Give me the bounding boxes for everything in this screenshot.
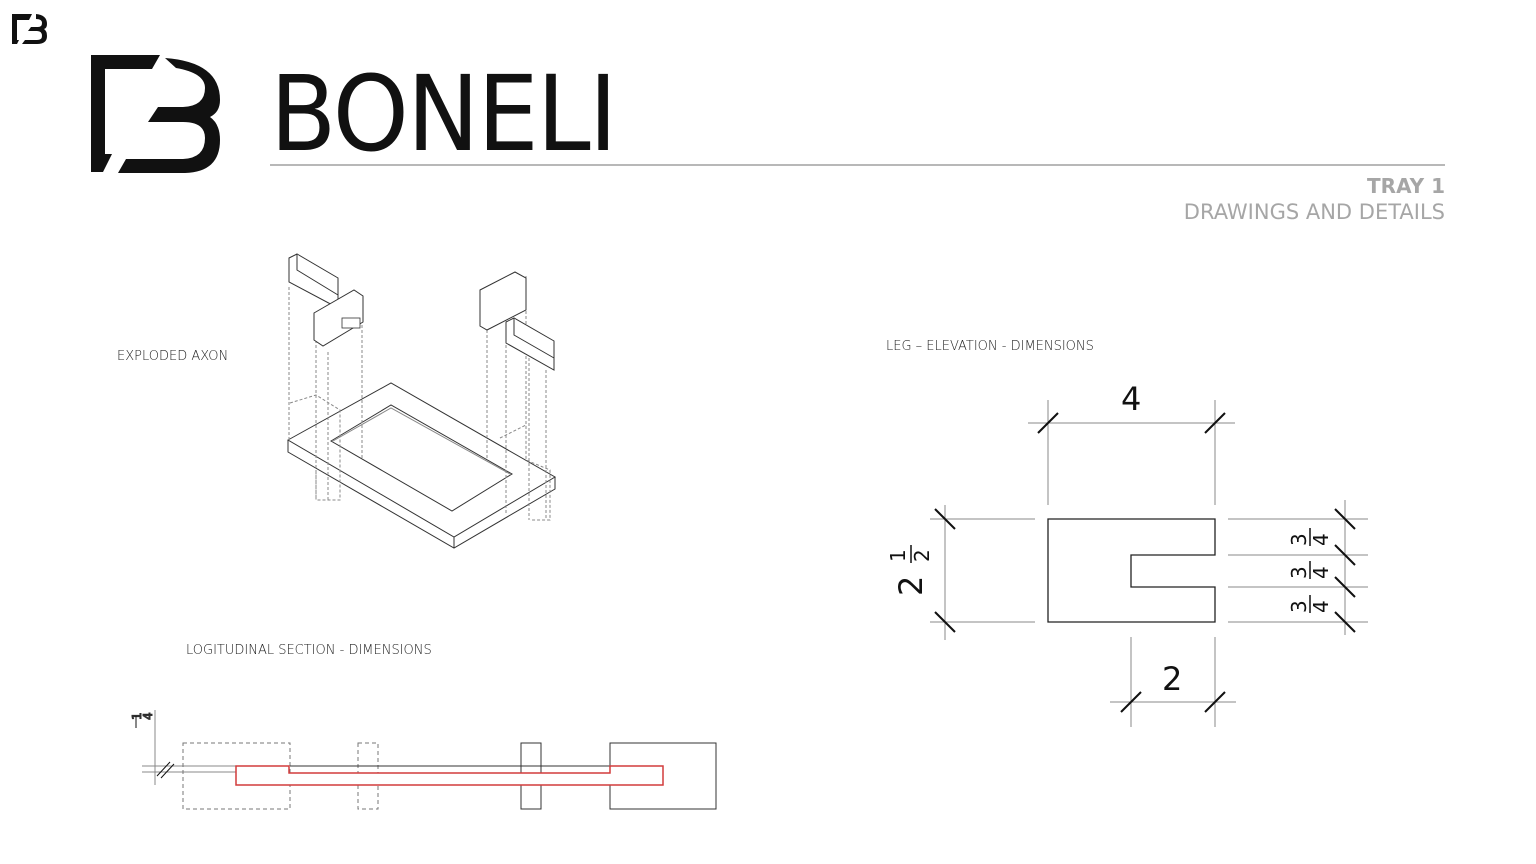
dim-segment-2-den: 4	[1309, 566, 1333, 579]
section-thickness-den: 4	[141, 712, 155, 720]
dim-segment-1-num: 3	[1287, 533, 1311, 546]
header-divider	[270, 164, 1445, 166]
page-title: TRAY 1	[1367, 174, 1445, 198]
dim-height-den: 2	[910, 549, 934, 562]
leg-elevation-label: LEG – ELEVATION - DIMENSIONS	[886, 339, 1094, 354]
section-thickness-num: 1	[130, 712, 144, 720]
leg-outline	[1047, 518, 1216, 623]
long-section-label: LOGITUDINAL SECTION - DIMENSIONS	[186, 643, 432, 658]
leg-piece	[288, 253, 555, 371]
tray-body	[286, 382, 556, 549]
dim-segment-3-den: 4	[1309, 600, 1333, 613]
boneli-logo-icon	[91, 55, 220, 173]
tray-section	[235, 765, 664, 786]
dim-bottom-width: 2	[1162, 660, 1182, 698]
page-subtitle: DRAWINGS AND DETAILS	[1183, 200, 1445, 224]
brand-name: BONELI	[270, 53, 617, 175]
small-logo-icon	[12, 14, 47, 44]
dim-height-whole: 2	[892, 576, 930, 596]
dim-height-num: 1	[886, 549, 910, 562]
dim-top-width: 4	[1121, 380, 1141, 418]
dim-segment-2-num: 3	[1287, 566, 1311, 579]
dim-segment-1-den: 4	[1309, 533, 1333, 546]
exploded-axon-label: EXPLODED AXON	[117, 349, 229, 364]
dim-segment-3-num: 3	[1287, 600, 1311, 613]
